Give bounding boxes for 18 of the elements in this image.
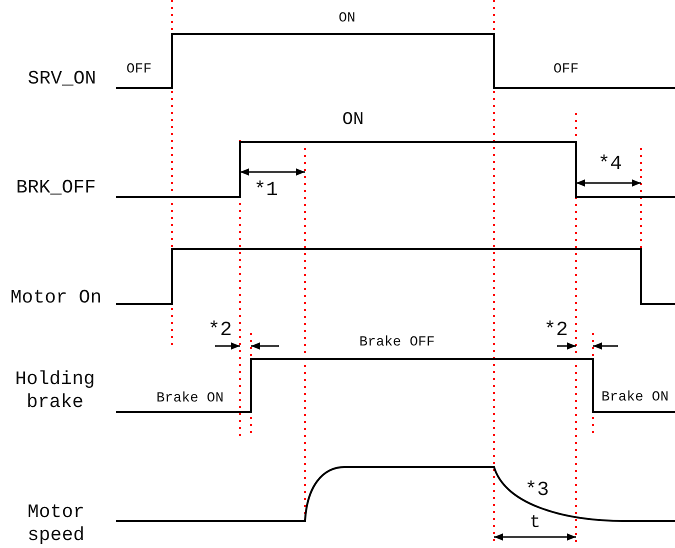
- state-label: OFF: [553, 62, 579, 78]
- state-label: ON: [338, 10, 356, 28]
- state-label: Brake ON: [156, 390, 224, 408]
- time-label: t: [530, 513, 540, 535]
- signal-name: Holding brake: [14, 368, 96, 414]
- signal-name: SRV_ON: [28, 68, 96, 90]
- note-mark: *4: [598, 153, 622, 177]
- state-label: Brake OFF: [359, 334, 435, 352]
- note-mark: *1: [254, 179, 278, 203]
- state-label: Brake ON: [601, 390, 669, 406]
- signal-name: Motor speed: [26, 501, 86, 547]
- note-mark: *3: [525, 479, 549, 503]
- note-mark: *2: [544, 319, 568, 343]
- note-mark: *2: [208, 319, 232, 343]
- state-label: ON: [342, 110, 364, 132]
- signal-name: Motor On: [10, 286, 102, 310]
- state-label: OFF: [126, 62, 152, 78]
- signal-name: BRK_OFF: [16, 176, 96, 200]
